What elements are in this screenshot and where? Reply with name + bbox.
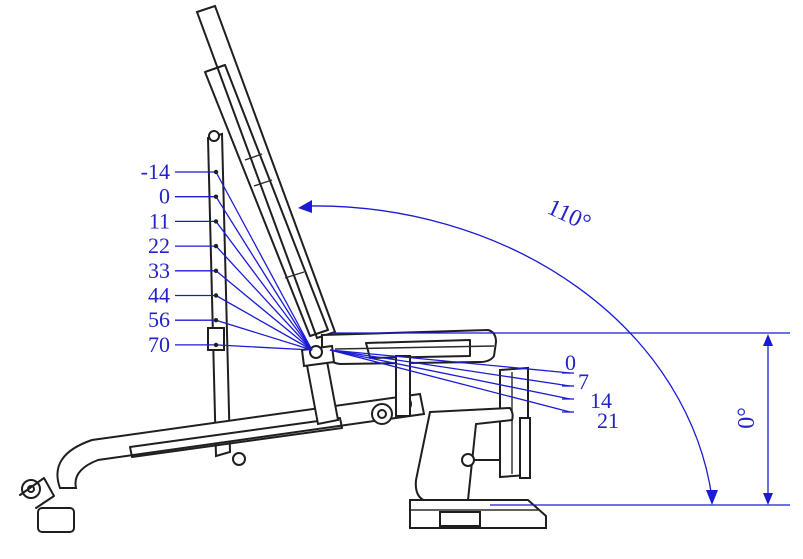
backrest-position-label: 22 <box>148 233 170 258</box>
seat-position-label: 21 <box>597 408 619 433</box>
ladder-hole <box>213 318 219 323</box>
ladder-hole <box>213 219 219 224</box>
backrest-position-label: 33 <box>148 258 170 283</box>
seat-position-label: 7 <box>578 369 589 394</box>
backrest-fan-line <box>215 221 313 351</box>
backrest-angle-label: 110° <box>543 194 595 236</box>
backrest-position-label: 56 <box>148 307 170 332</box>
seat-fan-line <box>329 349 571 413</box>
seat-fan-line <box>329 349 571 387</box>
backrest-position-label: -14 <box>141 159 170 184</box>
bench-drawing <box>19 4 547 533</box>
backrest-position-label: 70 <box>148 332 170 357</box>
backrest-fan-line <box>215 245 313 351</box>
ladder-hole <box>213 169 219 175</box>
ladder-hole <box>213 243 219 249</box>
main-rail <box>56 392 426 489</box>
backrest-fan-line <box>215 270 313 351</box>
backrest-position-label: 0 <box>159 184 170 209</box>
seat-ladder <box>395 355 411 417</box>
ladder-hole <box>213 342 219 348</box>
rear-foot <box>409 499 547 529</box>
backrest-position-label: 11 <box>149 208 170 233</box>
backrest-angle-arc <box>305 205 713 499</box>
ladder-hole <box>213 194 219 199</box>
backrest-fan-line <box>215 319 313 351</box>
backrest-fan-line <box>215 294 313 351</box>
ladder-hole <box>213 293 219 298</box>
backrest-fan-line <box>215 344 313 351</box>
seat-post <box>300 344 340 426</box>
zero-degree-label: 0° <box>734 407 760 429</box>
seat-position-label: 0 <box>565 350 576 375</box>
seat-fan-line <box>329 349 571 400</box>
arc-arrow-left-icon <box>298 200 312 213</box>
backrest-position-label: 44 <box>148 283 170 308</box>
ladder-hole <box>213 268 219 273</box>
backrest-fan-line <box>215 171 313 351</box>
seat-position-label: 14 <box>590 388 612 413</box>
rear-upright <box>414 366 531 504</box>
backrest-ladder <box>206 130 246 466</box>
backrest-pad <box>195 4 337 340</box>
dimension-arrow-up-icon <box>763 334 773 346</box>
dimension-arrow-down-icon <box>763 493 773 505</box>
arc-arrow-down-icon <box>706 490 718 505</box>
backrest-fan-line <box>215 196 313 351</box>
front-foot <box>19 477 75 533</box>
seat-fan-line <box>329 349 571 374</box>
